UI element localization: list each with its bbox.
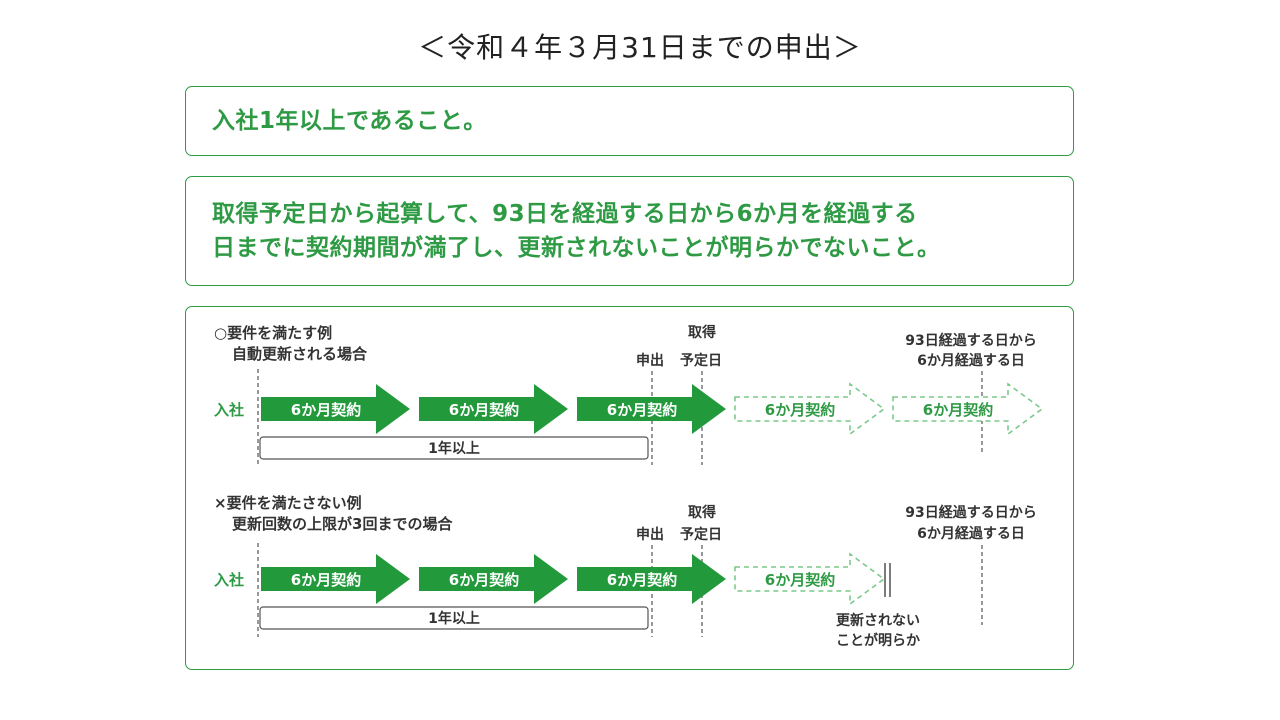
example-ng-heading-1: ×要件を満たさない例 xyxy=(214,494,362,512)
example-ng-heading-2: 更新回数の上限が3回までの場合 xyxy=(232,515,453,533)
contract-arrow-2 xyxy=(419,384,568,434)
contract-label-4: 6か月契約 xyxy=(765,571,835,589)
timeline-diagram: ○要件を満たす例 自動更新される場合 取得 予定日 申出 93日経過する日から … xyxy=(214,324,1044,649)
deadline-label-2: 6か月経過する日 xyxy=(917,352,1025,369)
planned-date-label-2: 予定日 xyxy=(680,526,722,543)
deadline-label-1: 93日経過する日から xyxy=(905,332,1036,349)
contract-label-4: 6か月契約 xyxy=(765,401,835,419)
contract-label-5: 6か月契約 xyxy=(923,401,993,419)
contract-label-3: 6か月契約 xyxy=(607,571,677,589)
application-label: 申出 xyxy=(636,526,664,543)
timeline-diagram-box: ○要件を満たす例 自動更新される場合 取得 予定日 申出 93日経過する日から … xyxy=(185,306,1074,670)
requirement-2-line-1: 取得予定日から起算して、93日を経過する日から6か月を経過する xyxy=(212,201,918,227)
contract-arrow-2 xyxy=(419,554,568,604)
over-one-year-label: 1年以上 xyxy=(428,610,480,627)
over-one-year-bracket xyxy=(259,606,649,630)
over-one-year-label: 1年以上 xyxy=(428,440,480,457)
example-ok-heading-2: 自動更新される場合 xyxy=(232,345,368,363)
join-label: 入社 xyxy=(214,571,244,589)
contract-arrow-5-dashed xyxy=(892,382,1044,436)
example-ng: ×要件を満たさない例 更新回数の上限が3回までの場合 取得 予定日 申出 93日… xyxy=(214,494,1037,649)
planned-date-label-2: 予定日 xyxy=(680,352,722,369)
contract-label-1: 6か月契約 xyxy=(291,571,361,589)
example-ok-heading-1: ○要件を満たす例 xyxy=(214,324,332,342)
contract-label-1: 6か月契約 xyxy=(291,401,361,419)
join-label: 入社 xyxy=(214,401,244,419)
requirement-2-line-2: 日までに契約期間が満了し、更新されないことが明らかでないこと。 xyxy=(212,235,941,261)
over-one-year-bracket xyxy=(259,436,649,460)
contract-arrow-1 xyxy=(261,554,410,604)
requirement-1-text: 入社1年以上であること。 xyxy=(212,108,487,134)
not-renewed-label-1: 更新されない xyxy=(836,612,920,629)
contract-arrow-4-dashed xyxy=(734,382,886,436)
contract-label-3: 6か月契約 xyxy=(607,401,677,419)
planned-date-label-1: 取得 xyxy=(688,324,716,341)
contract-label-2: 6か月契約 xyxy=(449,401,519,419)
application-label: 申出 xyxy=(636,352,664,369)
deadline-label-2: 6か月経過する日 xyxy=(917,525,1025,542)
planned-date-label-1: 取得 xyxy=(688,504,716,521)
page-title: ＜令和４年３月31日までの申出＞ xyxy=(418,31,862,64)
contract-arrow-4-dashed xyxy=(734,552,886,606)
contract-label-2: 6か月契約 xyxy=(449,571,519,589)
contract-arrow-1 xyxy=(261,384,410,434)
contract-arrow-3 xyxy=(577,384,726,434)
deadline-label-1: 93日経過する日から xyxy=(905,504,1036,521)
example-ok: ○要件を満たす例 自動更新される場合 取得 予定日 申出 93日経過する日から … xyxy=(214,324,1044,465)
requirement-box-2: 取得予定日から起算して、93日を経過する日から6か月を経過する 日までに契約期間… xyxy=(185,176,1074,286)
requirement-box-1: 入社1年以上であること。 xyxy=(185,86,1074,156)
not-renewed-label-2: ことが明らか xyxy=(836,632,920,649)
contract-arrow-3 xyxy=(577,554,726,604)
